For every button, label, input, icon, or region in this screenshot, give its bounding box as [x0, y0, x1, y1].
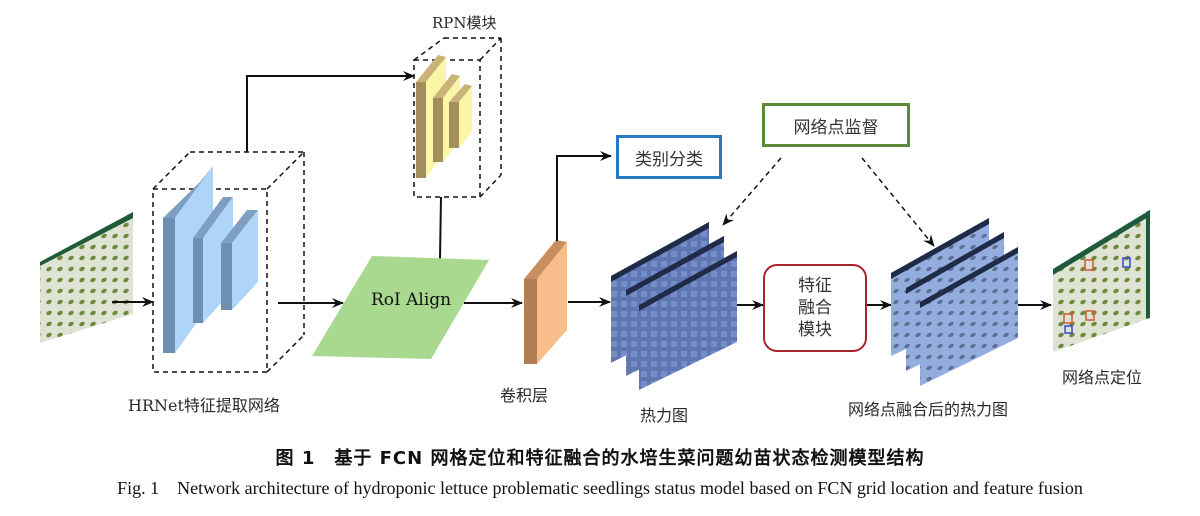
fused-heatmap-stack: [891, 218, 1018, 386]
arrow-conv-to-classification: [556, 151, 612, 241]
arrow-hrnet-to-rpn: [246, 71, 415, 152]
heatmap-stack: [611, 222, 737, 390]
feature-fusion-line: 模块: [798, 320, 832, 340]
conv-layer-block: [524, 240, 567, 364]
feature-fusion-line: 特征: [798, 276, 832, 296]
feature-fusion-box: 特征 融合 模块: [763, 264, 867, 352]
grid-supervision-label: 网络点监督: [793, 117, 879, 138]
caption-english: Fig. 1 Network architecture of hydroponi…: [117, 478, 1083, 498]
detection-box: [1084, 259, 1094, 271]
detection-box: [1063, 313, 1073, 324]
classification-box: 类别分类: [616, 135, 722, 179]
grid-supervision-box: 网络点监督: [762, 103, 910, 147]
rpn-cube: [413, 37, 502, 198]
architecture-diagram: [40, 37, 1150, 390]
connector-rpn-to-roi: [439, 196, 442, 260]
detection-box: [1122, 257, 1131, 268]
classification-label: 类别分类: [635, 149, 703, 170]
conv-layer-label: 卷积层: [500, 386, 549, 405]
detection-box: [1064, 325, 1073, 334]
detection-box: [1085, 310, 1095, 321]
heatmap-label: 热力图: [640, 406, 689, 425]
input-image: [40, 212, 133, 343]
caption-chinese: 图 1 基于 FCN 网格定位和特征融合的水培生菜问题幼苗状态检测模型结构: [275, 448, 925, 469]
grid-location-label: 网络点定位: [1062, 368, 1143, 387]
hrnet-layers: [163, 166, 258, 353]
hrnet-label: HRNet特征提取网络: [128, 396, 280, 415]
roi-align-shape: [312, 256, 489, 359]
feature-fusion-line: 融合: [798, 298, 832, 318]
rpn-label: RPN模块: [432, 14, 497, 32]
roi-align-label: RoI Align: [371, 290, 452, 310]
arrow-supervision-to-heatmap: [722, 157, 782, 226]
rpn-layers: [416, 55, 472, 178]
fused-heatmap-label: 网络点融合后的热力图: [848, 400, 1009, 419]
output-image: [1053, 210, 1150, 352]
arrow-supervision-to-fused: [861, 157, 935, 247]
